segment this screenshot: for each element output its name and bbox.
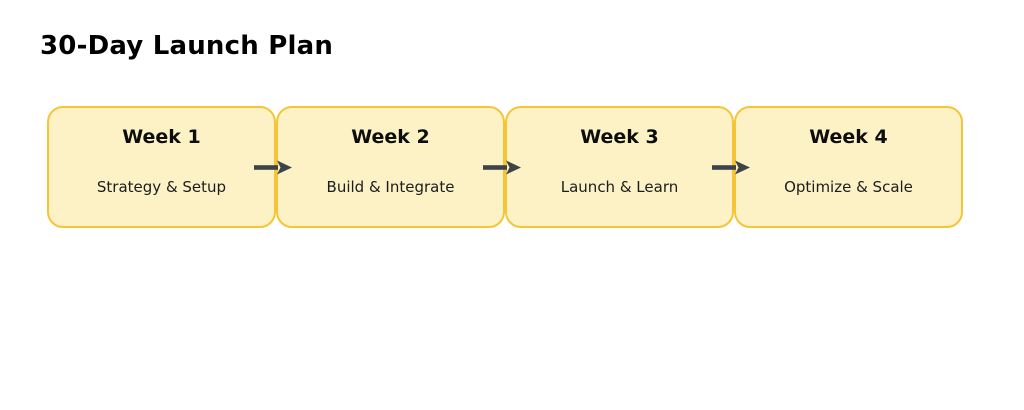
week-1-title: Week 1: [122, 126, 201, 148]
week-4-title: Week 4: [809, 126, 888, 148]
page-title: 30-Day Launch Plan: [40, 31, 334, 61]
week-2-title: Week 2: [351, 126, 430, 148]
step-box-week-1: Week 1 Strategy & Setup: [47, 106, 276, 228]
step-box-week-3: Week 3 Launch & Learn: [505, 106, 734, 228]
step-box-week-4: Week 4 Optimize & Scale: [734, 106, 963, 228]
week-3-title: Week 3: [580, 126, 659, 148]
week-1-subtitle: Strategy & Setup: [96, 178, 227, 196]
arrow-icon-week2-to-week3: [483, 160, 521, 175]
week-4-subtitle: Optimize & Scale: [784, 178, 913, 196]
arrow-icon-week1-to-week2: [254, 160, 292, 175]
step-box-week-2: Week 2 Build & Integrate: [276, 106, 505, 228]
week-3-subtitle: Launch & Learn: [560, 178, 679, 196]
arrow-icon-week3-to-week4: [712, 160, 750, 175]
week-2-subtitle: Build & Integrate: [326, 178, 455, 196]
flow-container: Week 1 Strategy & Setup Week 2 Build & I…: [47, 106, 963, 228]
